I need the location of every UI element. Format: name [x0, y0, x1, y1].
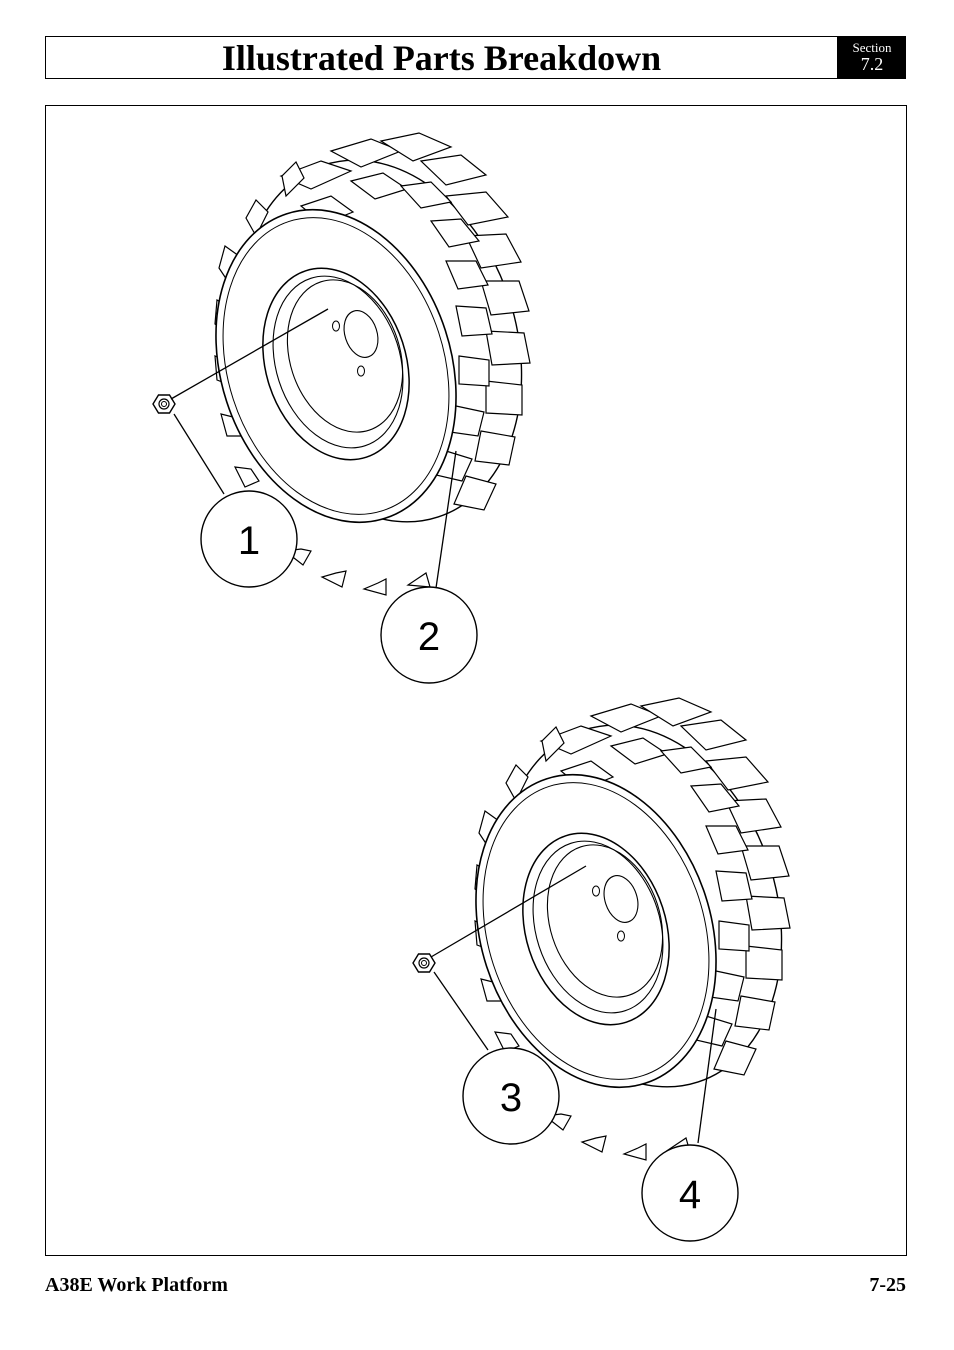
footer-page-number: 7-25	[869, 1274, 906, 1296]
section-badge: Section 7.2	[838, 36, 906, 79]
callout-4: 4	[641, 1144, 739, 1242]
leader-line	[173, 413, 225, 495]
parts-figure: 1 2 3 4	[45, 105, 907, 1256]
callout-number: 3	[500, 1076, 522, 1120]
callout-1: 1	[200, 490, 298, 588]
parts-drawing: 1 2 3 4	[152, 122, 828, 1242]
footer-product: A38E Work Platform	[45, 1274, 228, 1296]
leader-line	[435, 450, 457, 589]
leader-line	[170, 308, 329, 400]
leader-line	[430, 865, 587, 958]
callout-3: 3	[462, 1047, 560, 1145]
section-number: 7.2	[860, 54, 884, 74]
section-label: Section	[852, 40, 892, 55]
callout-2: 2	[380, 586, 478, 684]
leader-line	[433, 971, 489, 1051]
lug-nut-icon	[152, 394, 176, 414]
page-title: Illustrated Parts Breakdown	[221, 38, 662, 78]
callout-number: 2	[418, 615, 440, 659]
callout-number: 4	[679, 1173, 701, 1217]
callout-number: 1	[238, 519, 260, 563]
leader-line	[697, 1008, 717, 1144]
header-title-box: Illustrated Parts Breakdown	[45, 36, 838, 79]
